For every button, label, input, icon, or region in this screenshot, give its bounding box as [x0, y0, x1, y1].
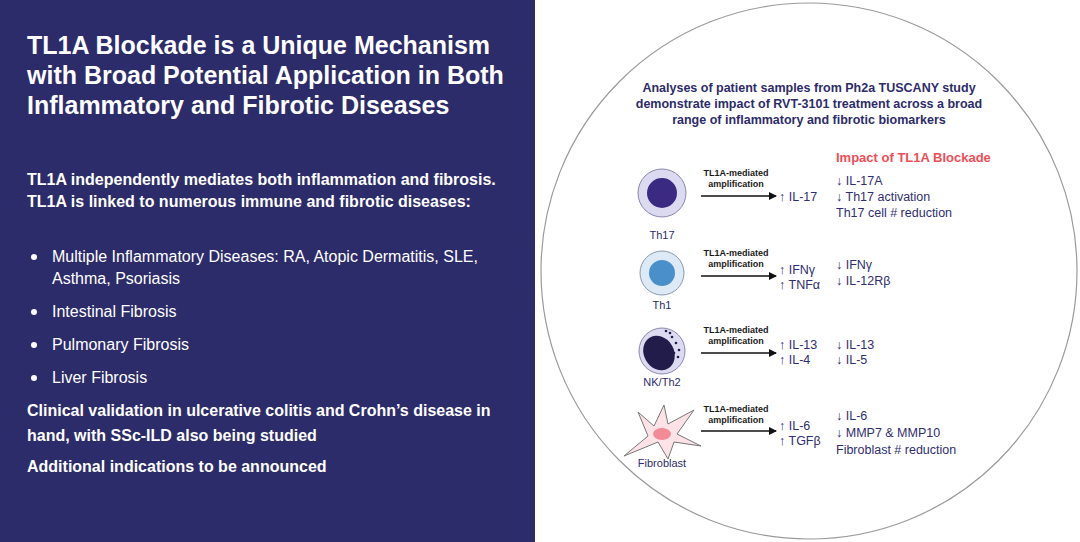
cytokine-label: ↑ IL-4	[779, 352, 810, 368]
cytokine-label: ↑ TGFβ	[779, 433, 821, 449]
bullet-dot	[31, 309, 37, 315]
statement-text: Clinical validation in ulcerative coliti…	[27, 398, 517, 448]
cell-label: NK/Th2	[612, 376, 712, 389]
cell-node: Th1	[622, 246, 702, 316]
cell-granule	[675, 342, 678, 345]
cell-label: Th1	[612, 299, 712, 312]
cell-membrane	[640, 251, 684, 295]
cell-symbol	[622, 166, 702, 222]
arrow-label: TL1A-mediated amplification	[700, 404, 772, 426]
arrow-label: TL1A-mediated amplification	[700, 325, 772, 347]
fibroblast-body	[624, 405, 701, 459]
cytokine-label: ↑ IL-13	[779, 337, 817, 353]
panel-heading: Analyses of patient samples from Ph2a TU…	[624, 80, 994, 128]
cell-nucleus	[647, 178, 677, 208]
effect-label: ↓ IFNγ	[836, 257, 872, 273]
effect-label: ↓ IL-17A	[836, 173, 883, 189]
bullet-text: Pulmonary Fibrosis	[52, 334, 492, 356]
cytokine-label: ↑ IFNγ	[779, 262, 815, 278]
cell-granule	[678, 349, 681, 352]
cytokine-label: ↑ TNFα	[779, 277, 820, 293]
cytokine-label: ↑ IL-6	[779, 418, 810, 434]
effect-label: ↓ IL-13	[836, 337, 874, 353]
cell-node: Th17	[622, 166, 702, 246]
cell-label: Th17	[612, 229, 712, 242]
cell-granule	[671, 336, 674, 339]
effect-label: Th17 cell # reduction	[836, 205, 952, 221]
effect-label: ↓ IL-5	[836, 352, 867, 368]
bullet-dot	[31, 254, 37, 260]
statement-text: Additional indications to be announced	[27, 456, 517, 478]
cell-granule	[677, 356, 680, 359]
cell-symbol	[622, 404, 702, 460]
cell-symbol	[622, 324, 702, 380]
cytokine-label: ↑ IL-17	[779, 189, 817, 205]
bullet-text: Intestinal Fibrosis	[52, 301, 492, 323]
effect-label: Fibroblast # reduction	[836, 442, 956, 458]
bullet-text: Multiple Inflammatory Diseases: RA, Atop…	[52, 246, 492, 290]
cell-node: NK/Th2	[622, 324, 702, 394]
cell-membrane	[638, 169, 686, 217]
cell-nucleus	[649, 260, 675, 286]
cell-label: Fibroblast	[612, 457, 712, 470]
cell-granule	[673, 352, 676, 355]
amplification-arrow	[701, 275, 776, 277]
effect-label: ↓ IL-12Rβ	[836, 273, 890, 289]
effect-label: ↓ MMP7 & MMP10	[836, 425, 940, 441]
cell-granule	[669, 332, 672, 335]
amplification-arrow	[701, 430, 776, 432]
cell-granule	[665, 330, 668, 333]
bullet-dot	[31, 375, 37, 381]
effect-label: ↓ Th17 activation	[836, 189, 930, 205]
arrow-label: TL1A-mediated amplification	[700, 248, 772, 270]
arrow-label: TL1A-mediated amplification	[700, 168, 772, 190]
slide-title: TL1A Blockade is a Unique Mechanism with…	[27, 30, 527, 120]
bullet-text: Liver Fibrosis	[52, 367, 492, 389]
circle-outline	[541, 3, 1077, 539]
section-heading: Impact of TL1A Blockade	[836, 150, 991, 166]
effect-label: ↓ IL-6	[836, 408, 867, 424]
cell-nucleus	[653, 428, 671, 440]
cell-nucleus	[637, 330, 681, 376]
intro-text: TL1A independently mediates both inflamm…	[27, 169, 497, 213]
cell-symbol	[622, 246, 702, 302]
bullet-dot	[31, 342, 37, 348]
cell-node: Fibroblast	[622, 404, 702, 474]
amplification-arrow	[701, 195, 776, 197]
amplification-arrow	[701, 352, 776, 354]
